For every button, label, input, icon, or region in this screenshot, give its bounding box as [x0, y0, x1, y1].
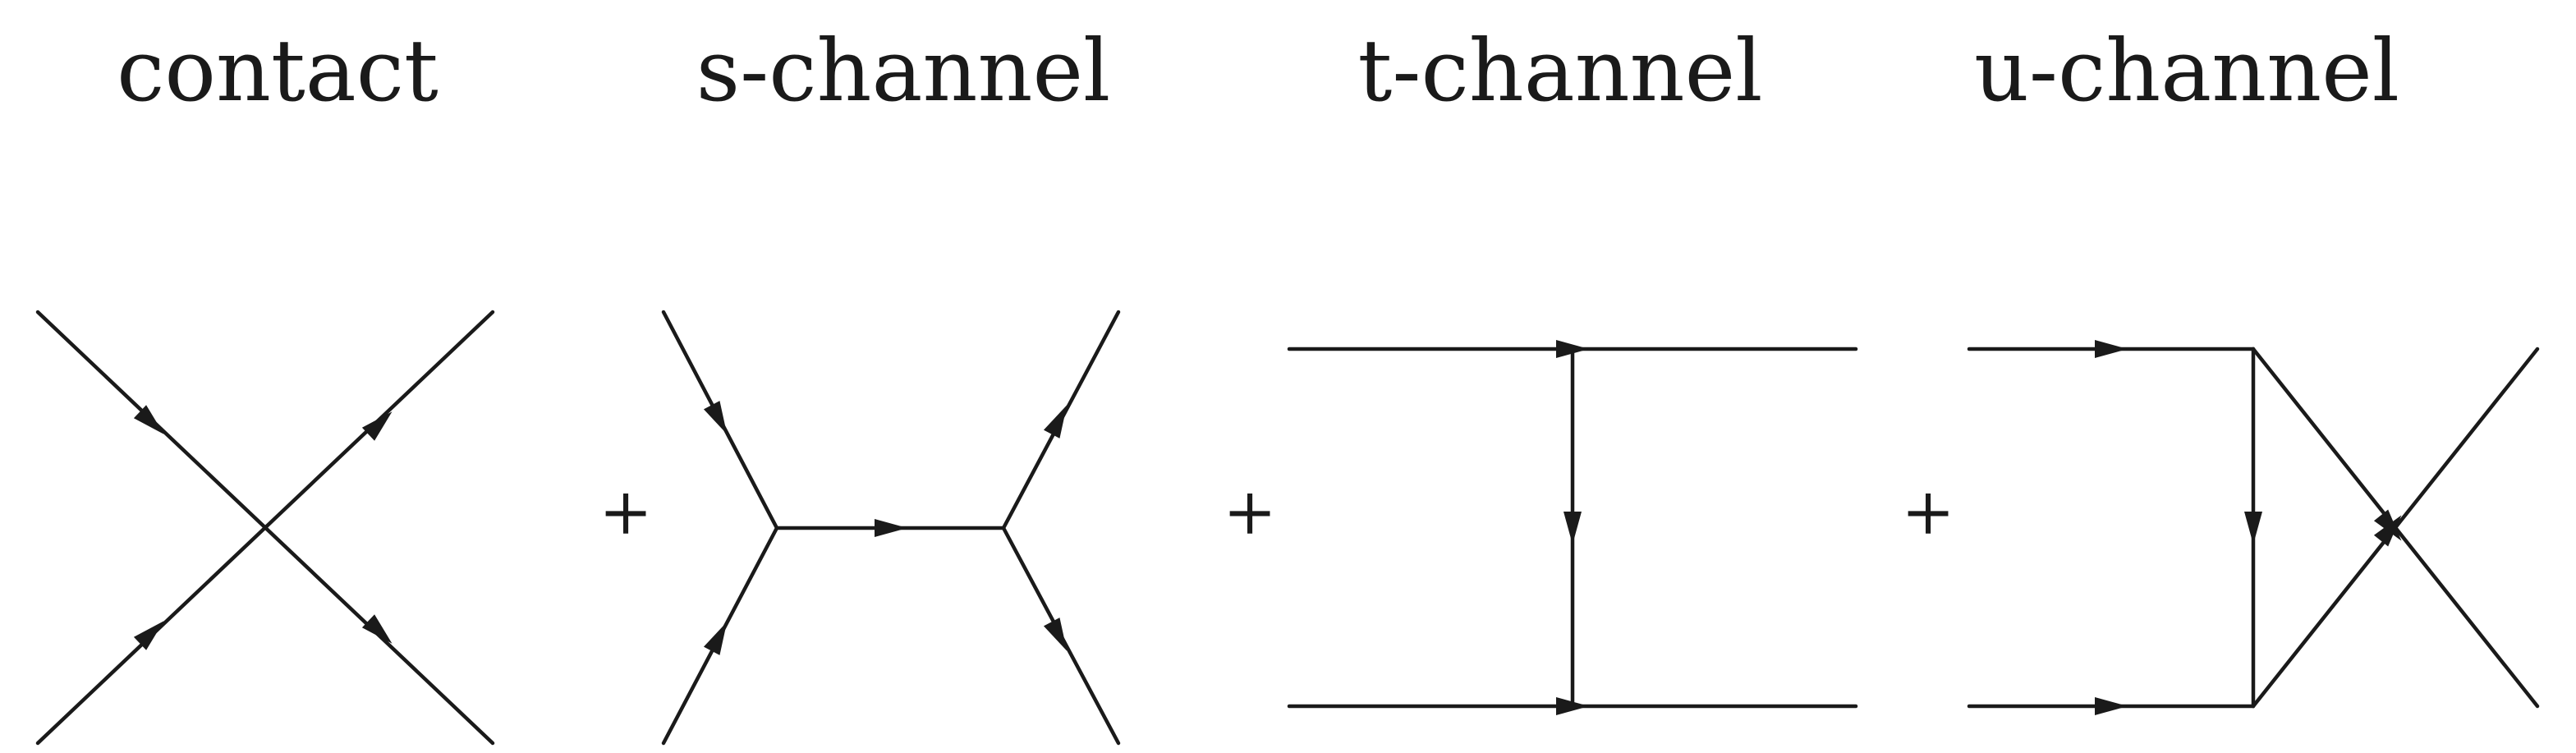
u-arrow-cross-2	[2373, 515, 2402, 547]
title-s-channel: s-channel	[696, 21, 1111, 121]
diagram-u-channel	[1967, 340, 2540, 715]
u-arrow-bottom	[2095, 697, 2128, 715]
plus-sign-1: +	[599, 475, 652, 549]
s-arrow-propagator	[875, 519, 907, 537]
contact-arrow-2	[361, 411, 393, 441]
s-arrow-in-top	[703, 401, 728, 434]
diagram-s-channel	[661, 310, 1121, 746]
u-arrow-propagator	[2244, 512, 2262, 544]
t-arrow-top	[1556, 340, 1589, 358]
diagram-t-channel	[1287, 340, 1858, 715]
title-contact: contact	[117, 21, 439, 121]
t-arrow-bottom	[1556, 697, 1589, 715]
s-arrow-out-bottom	[1043, 618, 1068, 651]
contact-arrow-4	[361, 614, 393, 644]
diagram-contact	[35, 310, 495, 746]
s-arrow-in-bottom	[703, 622, 728, 655]
title-u-channel: u-channel	[1974, 21, 2399, 121]
contact-line-2	[35, 310, 495, 746]
s-arrow-out-top	[1043, 405, 1068, 438]
contact-arrow-1	[133, 405, 164, 434]
title-t-channel: t-channel	[1358, 21, 1763, 121]
contact-arrow-3	[133, 621, 164, 650]
u-arrow-top	[2095, 340, 2128, 358]
t-arrow-propagator	[1564, 512, 1582, 544]
plus-sign-3: +	[1901, 475, 1954, 549]
u-arrow-cross-1	[2373, 509, 2402, 541]
plus-sign-2: +	[1223, 475, 1276, 549]
